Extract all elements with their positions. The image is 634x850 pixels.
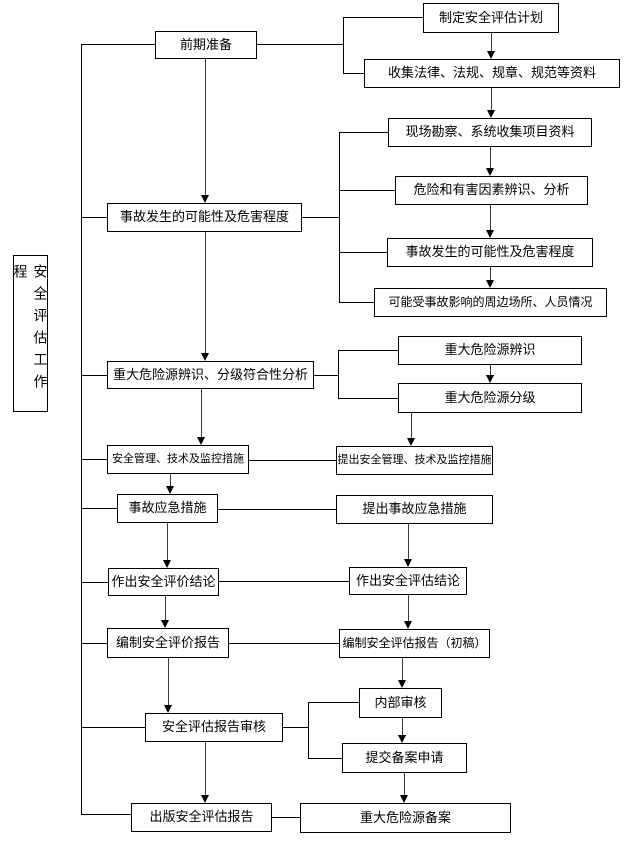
connector-line <box>308 758 342 759</box>
node-accident-probability-severity-detail: 事故发生的可能性及危害程度 <box>387 238 593 267</box>
connector-line <box>219 581 349 582</box>
node-propose-safety-management-measures: 提出安全管理、技术及监控措施 <box>336 446 493 475</box>
connector-line <box>218 509 336 510</box>
arrow-down <box>486 147 494 176</box>
node-preliminary-preparation: 前期准备 <box>155 31 257 59</box>
node-collect-laws-regulations: 收集法律、法规、规章、规范等资料 <box>364 59 620 88</box>
node-safety-management-tech-monitoring: 安全管理、技术及监控措施 <box>107 445 249 474</box>
connector-line <box>343 73 364 74</box>
node-major-hazard-filing: 重大危险源备案 <box>300 803 511 833</box>
connector-line <box>81 727 145 728</box>
arrow-down <box>161 596 169 628</box>
connector-line <box>343 17 423 18</box>
connector-line <box>338 350 398 351</box>
node-make-assessment-plan: 制定安全评估计划 <box>423 3 559 33</box>
node-hazard-factor-identification: 危险和有害因素辨识、分析 <box>395 176 588 205</box>
node-assessment-report-review: 安全评估报告审核 <box>145 713 283 742</box>
arrow-down <box>486 205 494 238</box>
node-affected-surroundings-personnel: 可能受事故影响的周边场所、人员情况 <box>374 288 607 317</box>
connector-line <box>343 17 344 74</box>
node-site-survey-collect-data: 现场勘察、系统收集项目资料 <box>388 118 592 147</box>
arrow-down <box>487 88 495 118</box>
connector-line <box>81 459 107 460</box>
arrow-down <box>486 267 494 288</box>
connector-line <box>339 132 340 303</box>
arrow-down <box>407 413 415 446</box>
node-accident-probability-severity: 事故发生的可能性及危害程度 <box>107 203 302 232</box>
node-internal-review: 内部审核 <box>359 688 442 718</box>
connector-line <box>81 643 107 644</box>
node-submit-filing-application: 提交备案申请 <box>342 743 467 773</box>
arrow-down <box>197 389 205 445</box>
connector-line <box>229 643 339 644</box>
connector-line <box>272 817 300 818</box>
connector-line <box>81 44 155 45</box>
node-major-hazard-grading: 重大危险源分级 <box>398 383 582 413</box>
node-safety-evaluation-report: 编制安全评价报告 <box>107 628 229 658</box>
node-safety-evaluation-conclusion: 作出安全评价结论 <box>108 568 219 596</box>
connector-line <box>283 727 308 728</box>
arrow-down <box>201 59 209 203</box>
connector-line <box>81 217 107 218</box>
connector-line <box>81 375 107 376</box>
connector-line <box>339 190 395 191</box>
arrow-down <box>398 718 406 743</box>
node-make-assessment-conclusion: 作出安全评估结论 <box>349 567 467 595</box>
node-propose-emergency-measures: 提出事故应急措施 <box>336 495 493 524</box>
connector-line <box>308 702 359 703</box>
process-title-vertical: 安全评估工作程 <box>13 255 49 412</box>
connector-line <box>81 44 82 815</box>
arrow-down <box>163 523 171 568</box>
connector-line <box>314 375 338 376</box>
connector-line <box>308 702 309 759</box>
connector-line <box>81 814 131 815</box>
connector-line <box>339 252 387 253</box>
node-major-hazard-identification-grading-analysis: 重大危险源辨识、分级符合性分析 <box>107 361 314 389</box>
arrow-down <box>404 524 412 567</box>
connector-line <box>338 350 339 399</box>
node-accident-emergency-measures: 事故应急措施 <box>117 494 218 523</box>
arrow-down <box>400 773 408 803</box>
arrow-down <box>201 232 209 361</box>
arrow-down <box>201 742 209 803</box>
connector-line <box>257 44 343 45</box>
connector-line <box>338 398 398 399</box>
arrow-down <box>166 474 174 494</box>
connector-line <box>302 217 339 218</box>
node-draft-assessment-report: 编制安全评估报告（初稿） <box>339 629 490 658</box>
connector-line <box>339 302 374 303</box>
node-major-hazard-identification: 重大危险源辨识 <box>398 336 582 365</box>
connector-line <box>81 582 108 583</box>
connector-line <box>81 508 117 509</box>
arrow-down <box>404 595 412 629</box>
node-publish-assessment-report: 出版安全评估报告 <box>131 803 272 832</box>
connector-line <box>249 460 336 461</box>
arrow-down <box>486 365 494 383</box>
connector-line <box>339 132 388 133</box>
arrow-down <box>398 658 406 688</box>
arrow-down <box>164 658 172 713</box>
arrow-down <box>487 33 495 59</box>
